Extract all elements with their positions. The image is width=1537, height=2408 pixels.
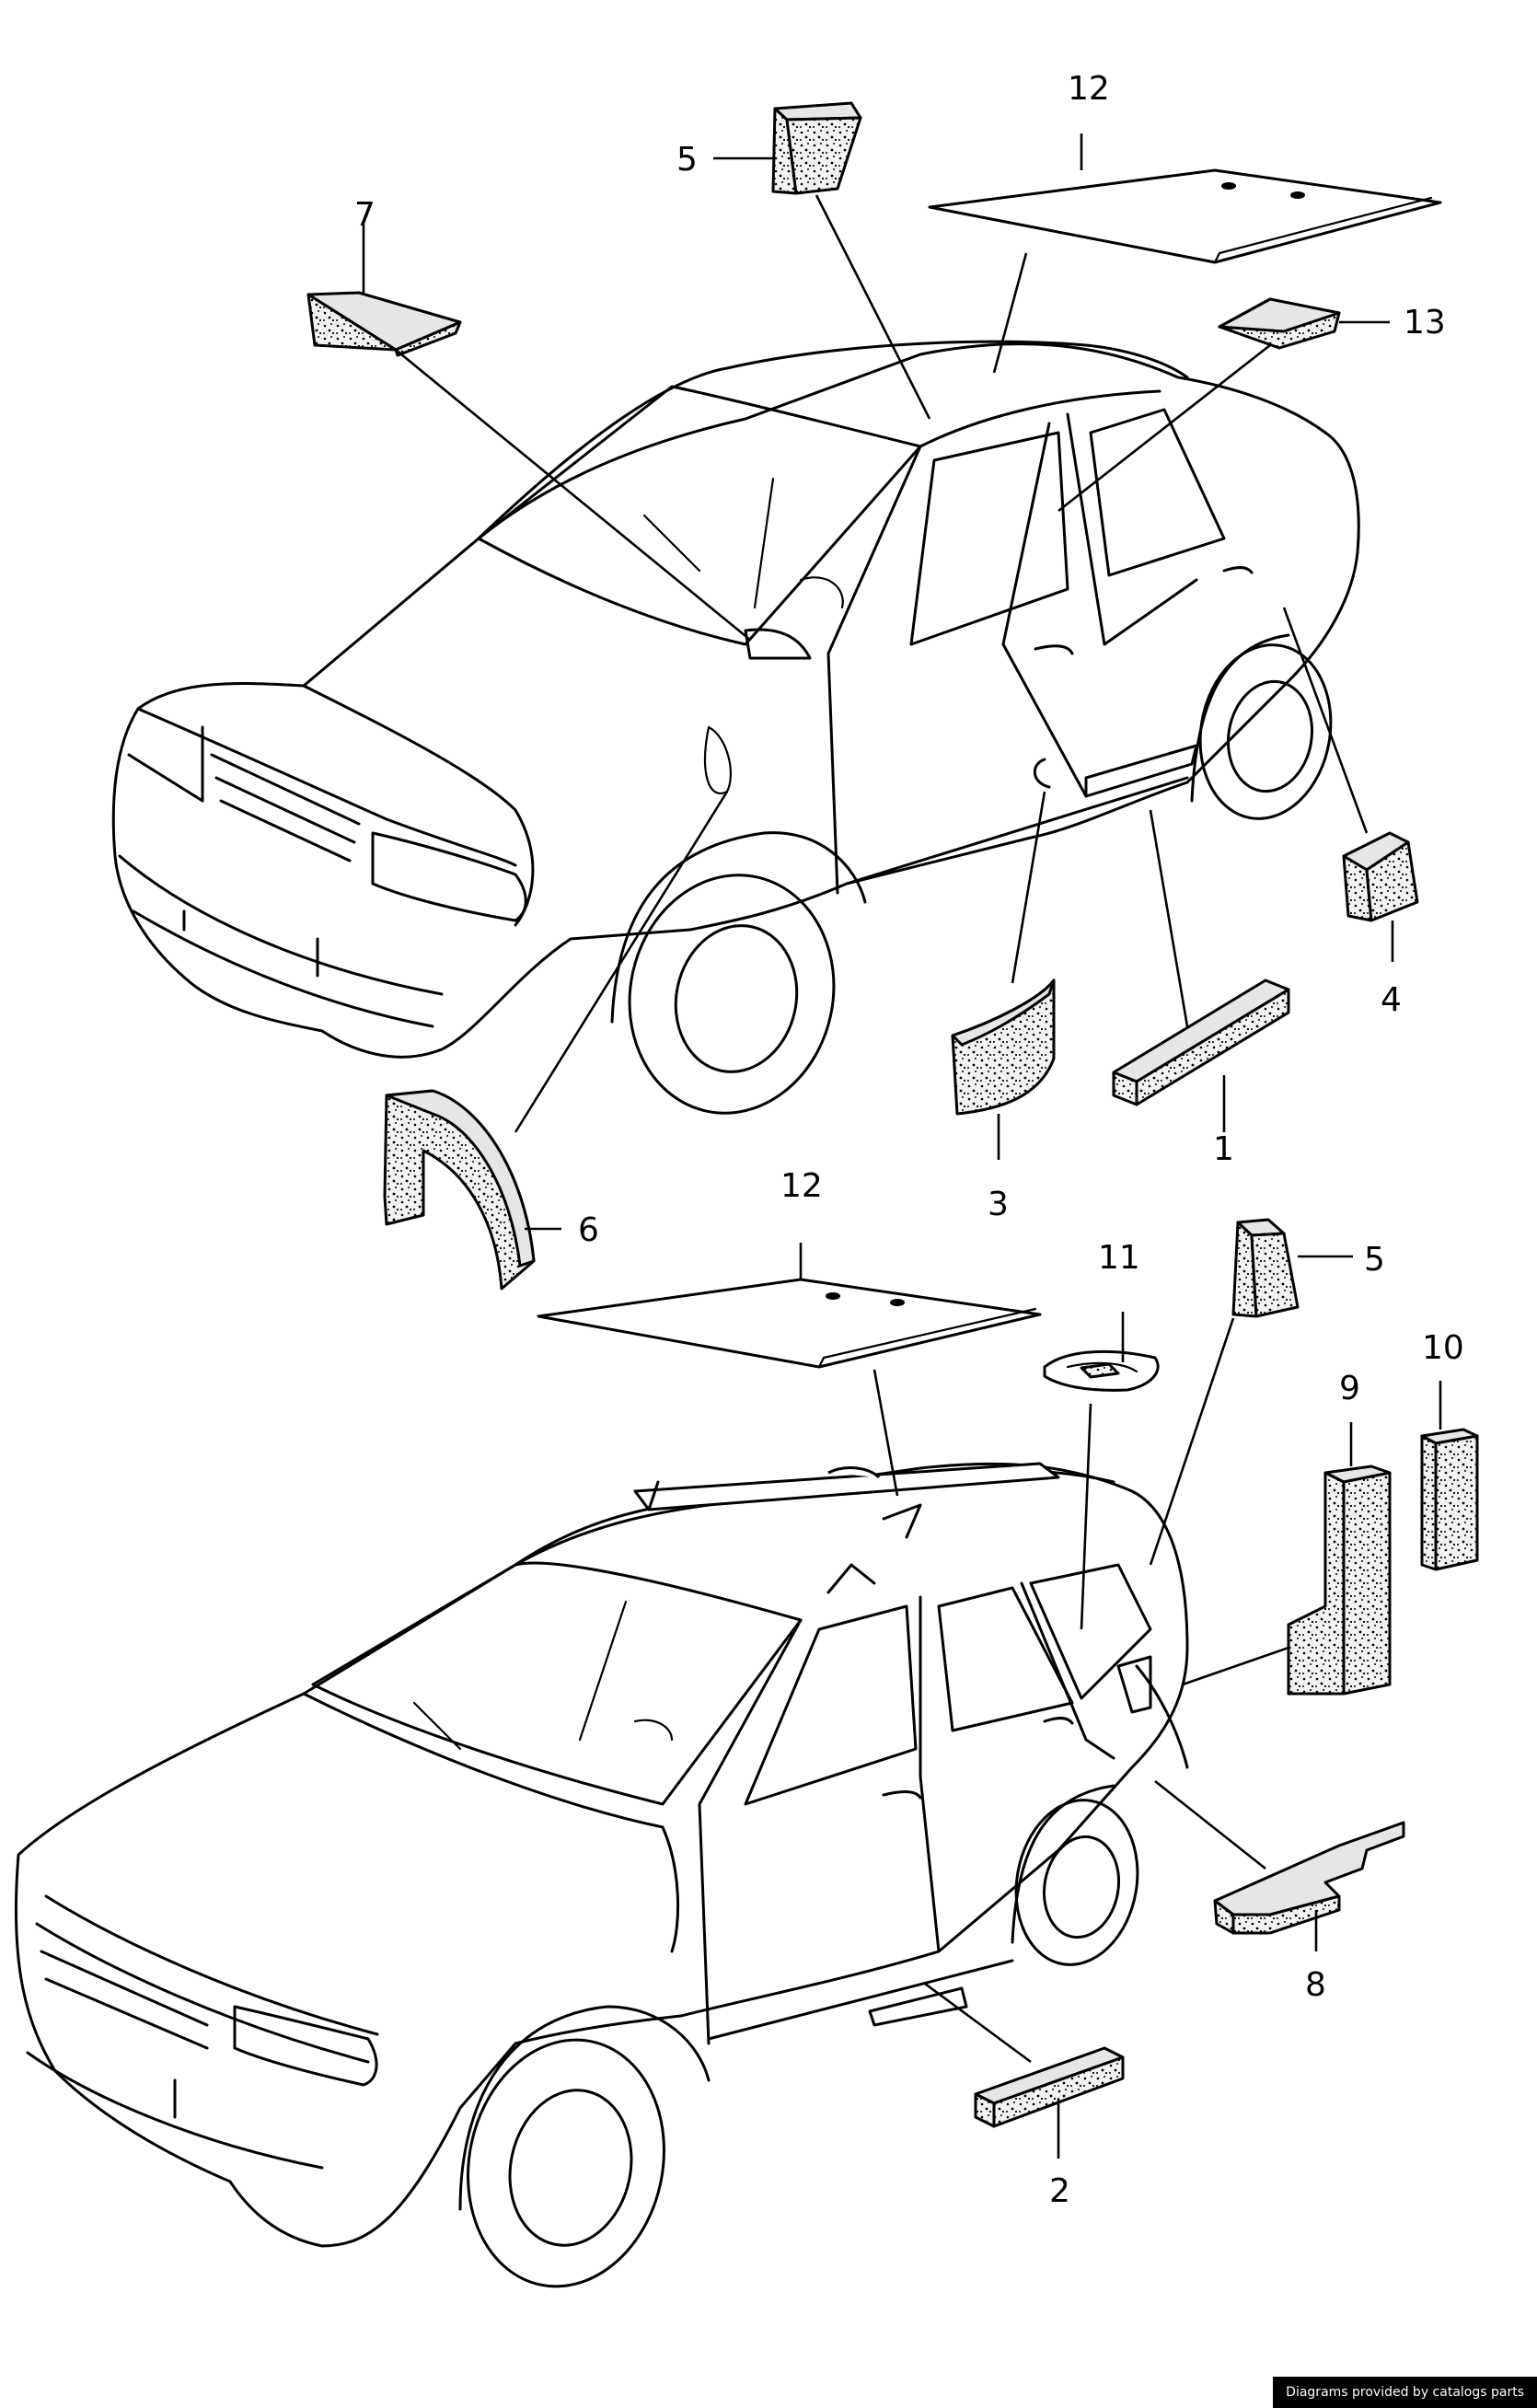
callout-top-3: 3 [988, 1186, 1009, 1223]
callout-top-13: 13 [1404, 304, 1446, 342]
callout-bottom-5: 5 [1364, 1241, 1385, 1279]
part-1-sill-foam [1112, 978, 1290, 1106]
part-5-pillar-insert-bottom [1231, 1218, 1300, 1318]
part-13-pad [1218, 297, 1341, 350]
callout-bottom-9: 9 [1339, 1370, 1360, 1407]
leader-lines [362, 133, 1442, 2159]
part-3-quarter-foam [951, 978, 1056, 1116]
hatchback-car-illustration [111, 340, 1360, 1115]
part-12-headliner-bottom [537, 1278, 1042, 1369]
callout-bottom-8: 8 [1305, 1966, 1326, 2004]
callout-top-12: 12 [1068, 70, 1110, 108]
callout-top-1: 1 [1213, 1130, 1234, 1168]
part-8-floor-foam [1213, 1821, 1405, 1935]
part-5-pillar-insert-top [771, 101, 862, 195]
estate-car-illustration [14, 1462, 1189, 2288]
part-2-sill-foam [974, 2046, 1125, 2128]
part-9-block [1287, 1464, 1392, 1696]
diagram-credit: Diagrams provided by catalogs parts [1273, 2377, 1537, 2408]
part-11-bracket [1043, 1349, 1160, 1392]
callout-bottom-12: 12 [780, 1167, 823, 1205]
part-10-block [1420, 1428, 1479, 1571]
part-12-headliner-top [928, 168, 1442, 264]
callout-top-4: 4 [1381, 981, 1402, 1019]
callout-bottom-11: 11 [1098, 1239, 1140, 1277]
callout-top-6: 6 [578, 1211, 599, 1249]
part-7-insert [306, 291, 462, 357]
callout-bottom-2: 2 [1049, 2172, 1070, 2210]
part-6-wheelarch-foam [383, 1089, 536, 1291]
callout-bottom-10: 10 [1422, 1329, 1464, 1367]
callout-top-5: 5 [676, 141, 698, 179]
callout-top-7: 7 [354, 196, 376, 234]
part-4-insert [1342, 831, 1419, 922]
